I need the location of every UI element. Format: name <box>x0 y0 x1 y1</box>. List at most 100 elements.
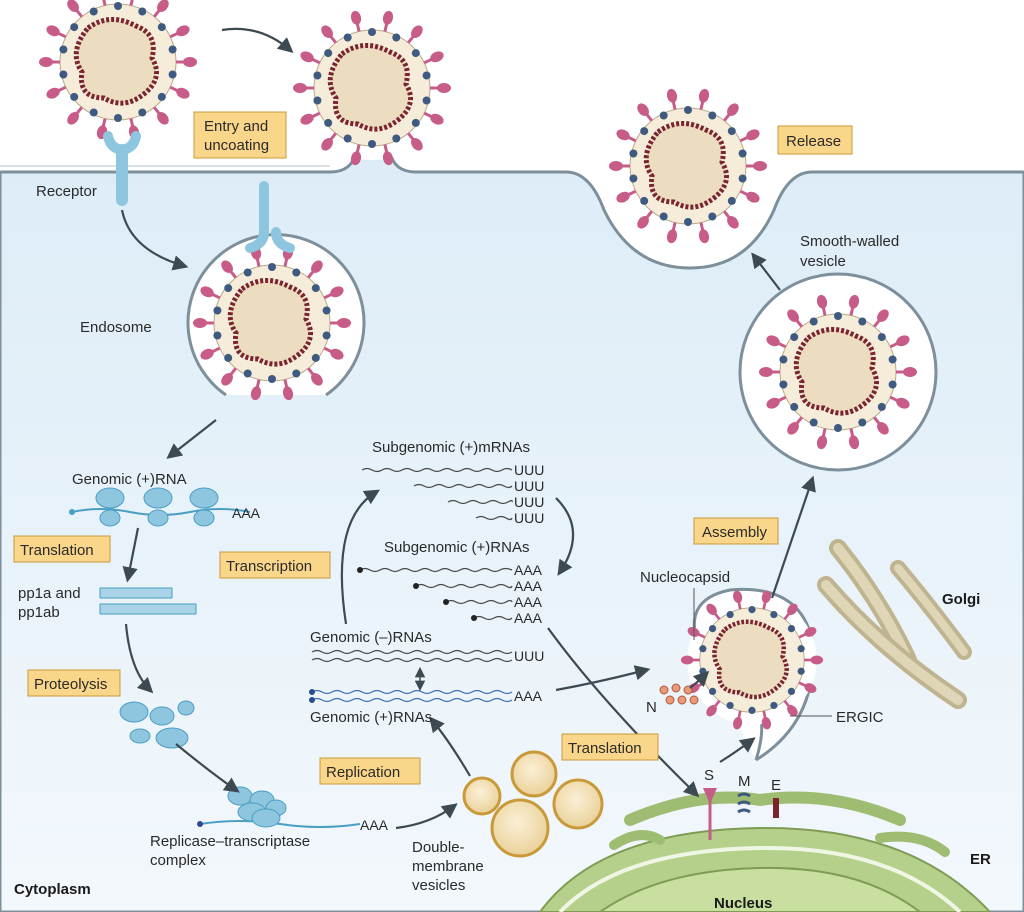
spike-protein <box>382 10 394 25</box>
golgi-stacks <box>817 539 972 709</box>
membrane-protein <box>708 687 717 696</box>
spike-stem <box>723 210 731 219</box>
spike-stem <box>849 307 855 316</box>
spike-protein <box>903 367 917 377</box>
aaa-2: AAA <box>514 578 543 594</box>
svg-text:Entry and: Entry and <box>204 118 268 135</box>
membrane-protein <box>324 118 333 127</box>
membrane-protein <box>168 70 177 79</box>
spike-stem <box>645 210 653 219</box>
spike-protein <box>321 25 333 38</box>
spike-protein <box>706 603 717 615</box>
membrane-protein <box>368 140 376 148</box>
svg-text:Replication: Replication <box>326 764 400 781</box>
spike-protein <box>430 51 444 63</box>
genomic-plus-strands <box>311 689 513 703</box>
membrane-protein <box>738 174 747 183</box>
membrane-protein <box>748 606 756 614</box>
spike-stem <box>713 612 721 621</box>
replicase-tail: AAA <box>360 817 389 833</box>
entry-uncoating-label: Entry and uncoating <box>193 111 287 159</box>
spike-protein <box>727 216 739 229</box>
spike-protein <box>382 151 394 166</box>
spike-protein <box>411 25 423 38</box>
membrane-protein <box>779 380 788 389</box>
membrane-protein <box>888 355 897 364</box>
spike-stem <box>355 144 361 153</box>
virion-attaching <box>293 10 451 166</box>
pp1a-label-2: pp1ab <box>18 604 60 621</box>
endosome <box>186 233 366 401</box>
membrane-protein <box>59 45 68 54</box>
membrane-protein <box>89 108 98 117</box>
spike-stem <box>75 9 83 18</box>
flow-arrows <box>120 27 816 830</box>
spike-stem <box>75 106 83 115</box>
membrane-protein <box>138 7 147 16</box>
spike-protein <box>311 260 323 273</box>
spike-protein <box>221 373 233 386</box>
membrane-protein <box>392 134 401 143</box>
spike-stem <box>211 346 221 353</box>
spike-protein <box>680 655 694 665</box>
membrane-protein <box>292 268 301 277</box>
spike-stem <box>798 633 807 639</box>
spike-protein <box>282 386 294 401</box>
endosome-label: Endosome <box>80 319 152 336</box>
spike-stem <box>383 23 389 32</box>
spike-protein <box>300 113 314 125</box>
spike-stem <box>821 307 827 316</box>
membrane-protein <box>411 49 420 58</box>
genomic-plus-tail: AAA <box>514 688 543 704</box>
uuu-3: UUU <box>514 494 544 510</box>
subgenomic-mrna-label: Subgenomic (+)mRNAs <box>372 439 530 456</box>
golgi-label: Golgi <box>942 591 980 608</box>
spike-stem <box>329 132 337 141</box>
membrane-protein <box>770 610 778 619</box>
spike-protein <box>67 0 79 12</box>
spike-stem <box>889 342 899 349</box>
svg-text:Assembly: Assembly <box>702 524 768 541</box>
svg-text:Translation: Translation <box>20 542 94 559</box>
spike-stem <box>699 101 705 110</box>
membrane-protein <box>748 706 756 714</box>
spike-protein <box>430 113 444 125</box>
translation-label-1: Translation <box>13 535 111 563</box>
membrane-protein <box>224 353 233 362</box>
spike-stem <box>229 367 237 376</box>
membrane-protein <box>311 353 320 362</box>
aaa-4: AAA <box>514 610 543 626</box>
genomic-minus-label: Genomic (–)RNAs <box>310 629 432 646</box>
membrane-protein <box>411 118 420 127</box>
subgenomic-mrna-strands <box>361 467 513 521</box>
spike-protein <box>816 435 828 450</box>
n-label: N <box>646 699 657 716</box>
spike-protein <box>350 151 362 166</box>
spike-protein <box>637 216 649 229</box>
spike-stem <box>311 111 321 118</box>
spike-protein <box>39 57 53 67</box>
spike-protein <box>300 51 314 63</box>
spike-protein <box>732 716 743 730</box>
spike-protein <box>176 25 190 37</box>
membrane-protein <box>157 23 166 32</box>
spike-stem <box>697 633 706 639</box>
membrane-protein <box>422 96 431 105</box>
membrane-protein <box>809 317 818 326</box>
membrane-protein <box>834 424 842 432</box>
spike-protein <box>411 138 423 151</box>
spike-stem <box>57 32 67 39</box>
spike-stem <box>153 9 161 18</box>
membrane-protein <box>114 2 122 10</box>
membrane-protein <box>311 284 320 293</box>
er-label: ER <box>970 851 991 868</box>
spike-protein <box>761 716 772 730</box>
spike-protein <box>746 129 760 141</box>
m-label: M <box>738 773 751 790</box>
membrane-protein <box>138 108 147 117</box>
spike-protein <box>157 112 169 125</box>
polyproteins <box>99 587 197 615</box>
membrane-protein <box>324 49 333 58</box>
spike-stem <box>229 270 237 279</box>
